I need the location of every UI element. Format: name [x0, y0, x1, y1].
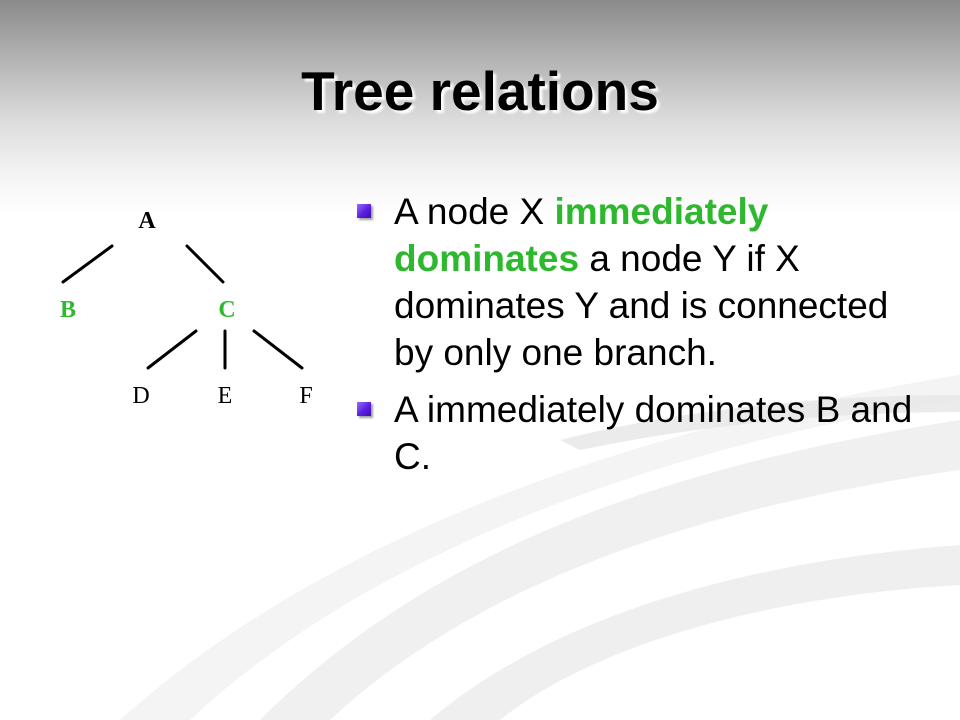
tree-node-f: F	[299, 383, 312, 409]
tree-node-a: A	[138, 208, 156, 234]
tree-node-c: C	[218, 297, 235, 323]
tree-edges	[61, 244, 304, 370]
tree-nodes: A B C D E F	[60, 208, 313, 409]
bullet-item-2: A immediately dominates B and C.	[355, 386, 915, 480]
tree-node-b: B	[60, 297, 76, 323]
bullet-1-part-1: A node X	[394, 191, 555, 232]
bullet-square-icon	[357, 204, 371, 218]
bullet-1-part-3: a node Y if X dominates Y and is connect…	[394, 238, 889, 373]
bullet-list: A node X immediately dominates a node Y …	[355, 188, 915, 490]
bullet-item-1: A node X immediately dominates a node Y …	[355, 188, 915, 376]
slide-title: Tree relations	[301, 60, 659, 122]
bullet-1-highlight: immediately dominates	[394, 191, 769, 279]
bullet-text-1: A node X immediately dominates a node Y …	[394, 191, 888, 373]
bullet-text-2: A immediately dominates B and C.	[394, 389, 913, 477]
tree-edge-c-d	[146, 329, 198, 370]
tree-edge-a-c	[185, 244, 225, 284]
tree-node-e: E	[218, 383, 233, 409]
tree-edge-c-f	[252, 329, 304, 370]
tree-edge-a-b	[61, 244, 114, 284]
tree-node-d: D	[132, 383, 149, 409]
bullet-square-icon	[357, 402, 371, 416]
